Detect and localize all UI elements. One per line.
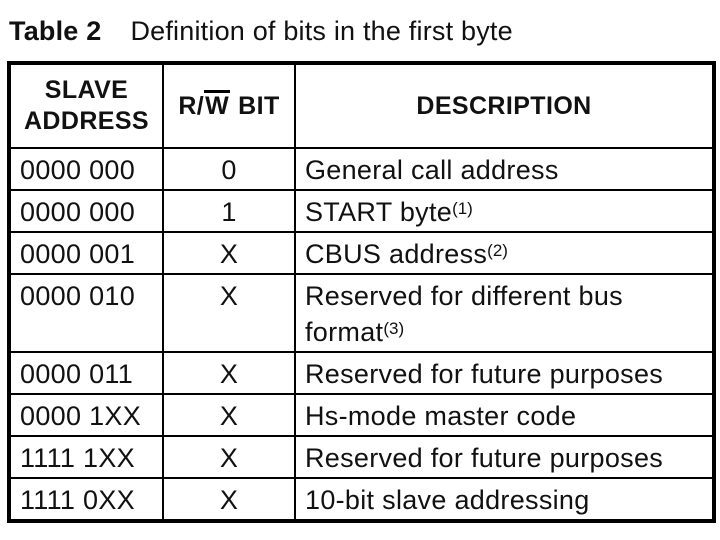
cell-rw-bit: X bbox=[162, 351, 296, 395]
cell-slave-address: 0000 001 bbox=[8, 231, 164, 275]
header-slave-line2: ADDRESS bbox=[23, 107, 150, 135]
rw-overline-w: W bbox=[204, 90, 231, 120]
cell-rw-bit: 1 bbox=[162, 189, 296, 233]
cell-description: Reserved for future purposes bbox=[294, 435, 715, 479]
header-description: DESCRIPTION bbox=[294, 62, 715, 149]
cell-description: START byte(1) bbox=[294, 189, 715, 233]
cell-slave-address: 0000 000 bbox=[8, 189, 164, 233]
cell-rw-bit: X bbox=[162, 393, 296, 437]
footnote-reference: (1) bbox=[452, 199, 473, 218]
cell-slave-address: 0000 011 bbox=[8, 351, 164, 395]
footnote-reference: (3) bbox=[383, 319, 405, 338]
rw-pre: R/ bbox=[178, 92, 205, 120]
cell-description: CBUS address(2) bbox=[294, 231, 715, 275]
cell-rw-bit: 0 bbox=[162, 147, 296, 191]
header-slave-address: SLAVE ADDRESS bbox=[8, 62, 164, 149]
cell-rw-bit: X bbox=[162, 435, 296, 479]
cell-description: General call address bbox=[294, 147, 715, 191]
cell-rw-bit: X bbox=[162, 273, 296, 353]
footnote-reference: (2) bbox=[487, 241, 508, 260]
cell-description: Hs-mode master code bbox=[294, 393, 715, 437]
cell-slave-address: 0000 000 bbox=[8, 147, 164, 191]
header-slave-line1: SLAVE bbox=[44, 76, 129, 104]
cell-slave-address: 1111 0XX bbox=[8, 477, 164, 522]
cell-rw-bit: X bbox=[162, 231, 296, 275]
cell-slave-address: 0000 1XX bbox=[8, 393, 164, 437]
cell-slave-address: 0000 010 bbox=[8, 273, 164, 353]
cell-description: Reserved for future purposes bbox=[294, 351, 715, 395]
table-caption-text: Definition of bits in the first byte bbox=[130, 16, 513, 46]
table-caption: Table 2 Definition of bits in the first b… bbox=[9, 15, 513, 47]
cell-description: 10-bit slave addressing bbox=[294, 477, 715, 522]
cell-description: Reserved for different bus format(3) bbox=[294, 273, 715, 353]
table-caption-label: Table 2 bbox=[9, 16, 102, 46]
cell-rw-bit: X bbox=[162, 477, 296, 522]
rw-post: BIT bbox=[238, 92, 280, 120]
cell-slave-address: 1111 1XX bbox=[8, 435, 164, 479]
